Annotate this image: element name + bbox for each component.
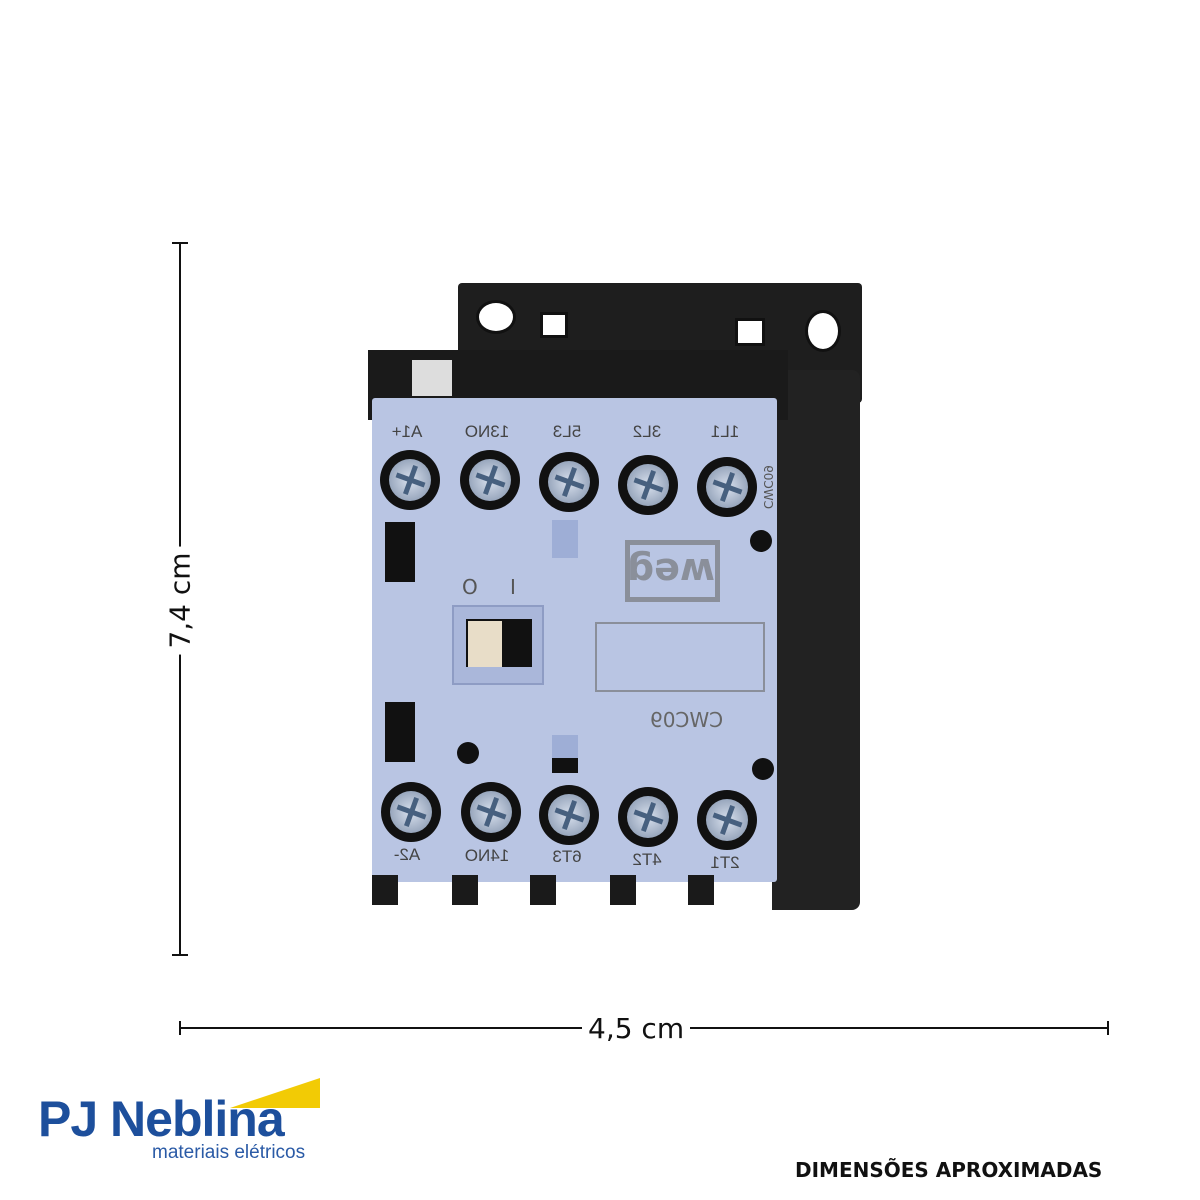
mount-dot	[750, 530, 772, 552]
terminal-label: 13NO	[464, 422, 510, 441]
terminal-label: A2-	[393, 845, 421, 864]
mount-hole	[476, 300, 516, 334]
switch-on-label: I	[510, 575, 516, 599]
mount-dot	[457, 742, 479, 764]
terminal-screw	[461, 782, 521, 842]
terminal-label: 1L1	[710, 422, 740, 441]
terminal-screw	[381, 782, 441, 842]
width-label: 4,5 cm	[582, 1008, 691, 1049]
mount-hole	[805, 310, 841, 352]
terminal-label: A1+	[391, 422, 423, 441]
terminal-screw	[697, 790, 757, 850]
width-dimension-tick-left	[179, 1021, 181, 1035]
mount-dot	[752, 758, 774, 780]
mount-slot	[735, 318, 765, 346]
terminal-screw	[697, 457, 757, 517]
approximate-dimensions-note: DIMENSÕES APROXIMADAS	[795, 1158, 1103, 1182]
weg-logo: weg	[625, 540, 720, 602]
terminal-screw	[618, 787, 678, 847]
switch-housing	[452, 605, 544, 685]
terminal-screw	[539, 785, 599, 845]
latch	[385, 522, 415, 582]
terminal-label: 3L2	[632, 422, 662, 441]
label-area	[595, 622, 765, 692]
height-label: 7,4 cm	[159, 546, 201, 655]
logo-swoosh-icon	[230, 1078, 320, 1108]
terminal-label: 4T2	[632, 850, 662, 869]
terminal-screw	[380, 450, 440, 510]
terminal-label: 5L3	[552, 422, 582, 441]
switch-off-label: O	[462, 575, 478, 599]
terminal-foot	[452, 875, 478, 905]
terminal-foot	[688, 875, 714, 905]
terminal-screw	[460, 450, 520, 510]
latch	[385, 702, 415, 762]
terminal-label: 6T3	[552, 847, 582, 866]
terminal-foot	[530, 875, 556, 905]
logo-tagline: materiais elétricos	[152, 1142, 306, 1163]
side-model-label: CWC09	[760, 465, 775, 509]
logo-name: PJ Neblina	[38, 1091, 285, 1147]
width-dimension-tick-right	[1107, 1021, 1109, 1035]
terminal-label: 2T1	[710, 853, 740, 872]
aux-tab	[412, 360, 452, 396]
terminal-foot	[372, 875, 398, 905]
terminal-screw	[618, 455, 678, 515]
indicator-window	[552, 735, 578, 773]
mount-slot	[540, 312, 568, 338]
terminal-screw	[539, 452, 599, 512]
terminal-foot	[610, 875, 636, 905]
indicator-window	[552, 520, 578, 558]
height-dimension-tick-bottom	[172, 954, 188, 956]
terminal-label: 14NO	[464, 846, 510, 865]
contactor-side	[772, 370, 860, 910]
model-label: CWC09	[650, 708, 724, 732]
height-dimension-tick-top	[172, 242, 188, 244]
